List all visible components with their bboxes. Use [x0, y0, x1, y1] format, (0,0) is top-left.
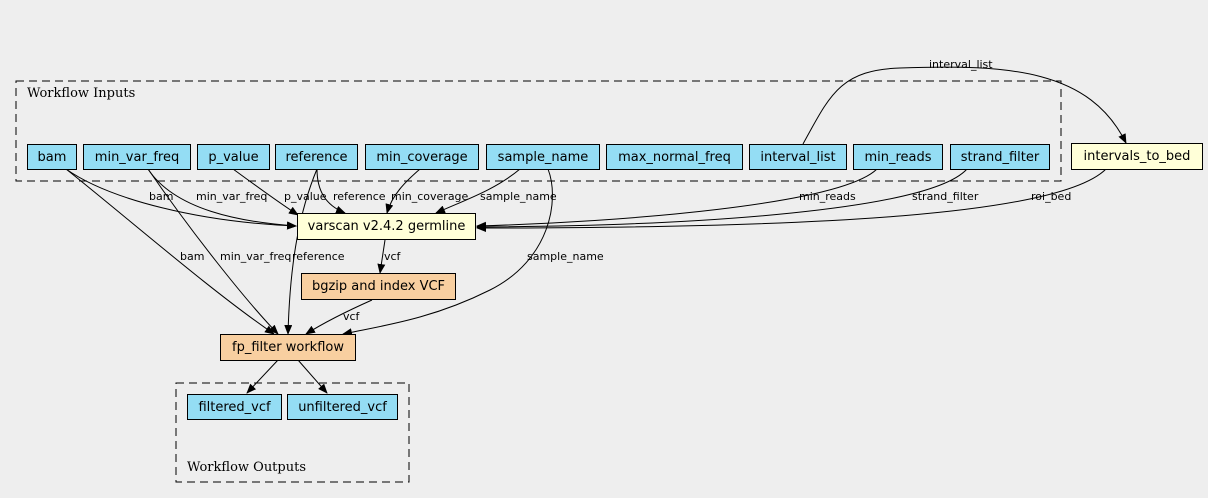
- output-unfiltered-vcf[interactable]: unfiltered_vcf: [287, 394, 398, 420]
- edge-label-min-var-freq-varscan: min_var_freq: [196, 190, 267, 203]
- step-varscan-germline[interactable]: varscan v2.4.2 germline: [297, 213, 476, 240]
- step-fp-filter-workflow[interactable]: fp_filter workflow: [220, 334, 356, 361]
- input-min-var-freq[interactable]: min_var_freq: [83, 144, 191, 170]
- input-reference[interactable]: reference: [275, 144, 358, 170]
- edge-bam-fp: [65, 168, 275, 335]
- edge-label-min-coverage-varscan: min_coverage: [391, 190, 469, 203]
- workflow-outputs-cluster: [175, 382, 410, 483]
- edge-label-roi-bed: roi_bed: [1031, 190, 1071, 203]
- edge-sample-name-varscan: [435, 168, 521, 214]
- edge-label-sample-name-varscan: sample_name: [480, 190, 557, 203]
- edge-label-bam-varscan: bam: [149, 190, 173, 203]
- input-min-coverage[interactable]: min_coverage: [365, 144, 479, 170]
- edge-fp-unfiltered-vcf: [297, 359, 328, 394]
- edge-roi-bed-varscan: [476, 168, 1107, 232]
- edge-label-vcf-bgzip: vcf: [343, 310, 361, 323]
- workflow-inputs-label: Workflow Inputs: [27, 86, 136, 101]
- step-bgzip-index-vcf[interactable]: bgzip and index VCF: [301, 273, 456, 300]
- edge-sample-name-fp: [342, 168, 553, 337]
- edge-label-vcf-varscan: vcf: [384, 250, 402, 263]
- edge-reference-varscan: [316, 168, 346, 214]
- edge-label-p-value-varscan: p_value: [284, 190, 327, 203]
- edge-min-reads-varscan: [476, 168, 878, 230]
- workflow-inputs-cluster: [15, 80, 1062, 182]
- edge-label-interval-list: interval_list: [929, 58, 993, 71]
- input-strand-filter[interactable]: strand_filter: [950, 144, 1050, 170]
- edge-label-min-var-freq-fp: min_var_freq: [220, 250, 291, 263]
- edge-strand-filter-varscan: [476, 168, 968, 231]
- edge-min-var-freq-varscan: [147, 168, 297, 230]
- edge-bgzip-fp: [305, 299, 373, 335]
- edge-label-sample-name-fp: sample_name: [527, 250, 604, 263]
- edge-bam-varscan: [65, 168, 297, 230]
- edge-fp-filtered-vcf: [246, 359, 279, 394]
- edge-varscan-bgzip: [377, 239, 386, 274]
- input-p-value[interactable]: p_value: [197, 144, 270, 170]
- edge-interval-list-to-bed: [802, 66, 1127, 145]
- edge-label-bam-fp: bam: [180, 250, 204, 263]
- edge-reference-fp: [284, 168, 318, 335]
- workflow-outputs-label: Workflow Outputs: [187, 460, 306, 475]
- input-interval-list[interactable]: interval_list: [749, 144, 847, 170]
- input-max-normal-freq[interactable]: max_normal_freq: [606, 144, 743, 170]
- edge-label-strand-filter: strand_filter: [912, 190, 979, 203]
- input-sample-name[interactable]: sample_name: [486, 144, 600, 170]
- output-filtered-vcf[interactable]: filtered_vcf: [187, 394, 282, 420]
- edge-label-reference-varscan: reference: [333, 190, 386, 203]
- step-intervals-to-bed[interactable]: intervals_to_bed: [1071, 143, 1203, 170]
- edge-label-reference-fp: reference: [292, 250, 345, 263]
- edge-label-min-reads: min_reads: [799, 190, 856, 203]
- edge-p-value-varscan: [232, 168, 299, 216]
- edge-min-var-freq-fp: [147, 168, 279, 335]
- edge-min-coverage-varscan: [385, 168, 421, 214]
- input-min-reads[interactable]: min_reads: [853, 144, 943, 170]
- input-bam[interactable]: bam: [27, 144, 77, 170]
